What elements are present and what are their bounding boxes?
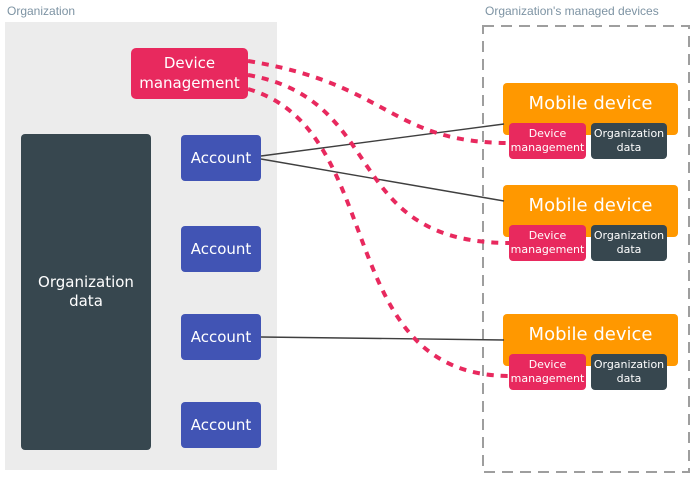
- account-box-2: Account: [181, 226, 261, 272]
- managed-devices-section-label: Organization's managed devices: [485, 4, 659, 18]
- account-box-4: Account: [181, 402, 261, 448]
- organization-data-box: Organization data: [21, 134, 151, 450]
- account-box-1: Account: [181, 135, 261, 181]
- connector-account1-device1: [260, 123, 505, 157]
- mobile-device-3-organization-data-box: Organization data: [591, 354, 667, 390]
- mobile-device-3-title: Mobile device: [528, 323, 653, 345]
- dotted-connector-dm-device3: [247, 87, 511, 378]
- mobile-device-3: Mobile device Device management Organiza…: [503, 314, 678, 390]
- device-management-box: Device management: [131, 48, 248, 99]
- mobile-device-2-title: Mobile device: [528, 194, 653, 216]
- account-box-3: Account: [181, 314, 261, 360]
- mobile-device-2-organization-data-box: Organization data: [591, 225, 667, 261]
- dotted-connector-dm-device1: [247, 59, 511, 145]
- mobile-device-3-device-management-box: Device management: [509, 354, 586, 390]
- dotted-connector-dm-device2: [247, 73, 511, 245]
- mobile-device-2-device-management-box: Device management: [509, 225, 586, 261]
- organization-section-label: Organization: [7, 4, 76, 18]
- mobile-device-2: Mobile device Device management Organiza…: [503, 185, 678, 261]
- mobile-device-1-title: Mobile device: [528, 92, 653, 114]
- mobile-device-1: Mobile device Device management Organiza…: [503, 83, 678, 159]
- mobile-device-1-organization-data-box: Organization data: [591, 123, 667, 159]
- connector-account1-device2: [260, 158, 505, 202]
- connector-account3-device3: [260, 336, 505, 341]
- mobile-device-1-device-management-box: Device management: [509, 123, 586, 159]
